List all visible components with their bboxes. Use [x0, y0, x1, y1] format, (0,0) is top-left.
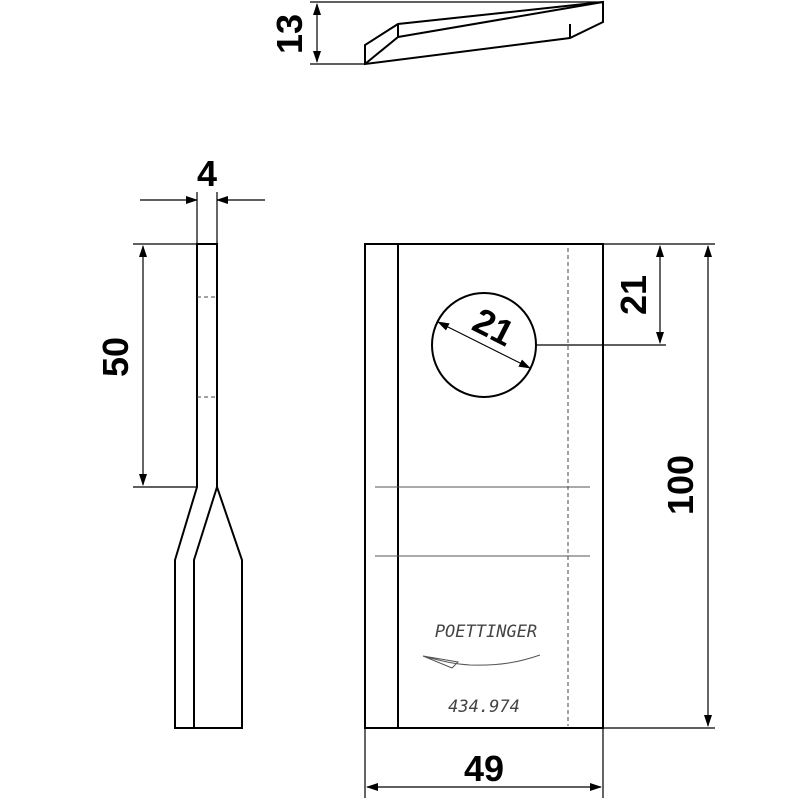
- hole-diameter-label: 21: [467, 300, 521, 355]
- total-length-label: 100: [660, 455, 701, 515]
- brand-marking: POETTINGER: [435, 622, 537, 642]
- strip-width-label: 4: [197, 153, 217, 194]
- blade-front-outline: [364, 243, 604, 729]
- side-view: 4 50: [95, 153, 265, 729]
- front-view: 21 21 100 49 POETTINGER 434.974: [364, 243, 715, 798]
- top-view: 13: [269, 0, 604, 66]
- blade-side-outline: [174, 243, 243, 729]
- hole-diameter-line: [437, 321, 531, 369]
- thickness-label: 13: [269, 14, 310, 54]
- width-label: 49: [464, 748, 504, 789]
- rotation-arrow-icon: [422, 654, 541, 669]
- blade-top-outline: [364, 0, 604, 66]
- strip-length-label: 50: [95, 337, 136, 377]
- blade-top-edges: [364, 1, 604, 65]
- hole-offset-label: 21: [613, 275, 654, 315]
- blade-side-edge: [193, 486, 218, 728]
- part-number-marking: 434.974: [448, 697, 520, 717]
